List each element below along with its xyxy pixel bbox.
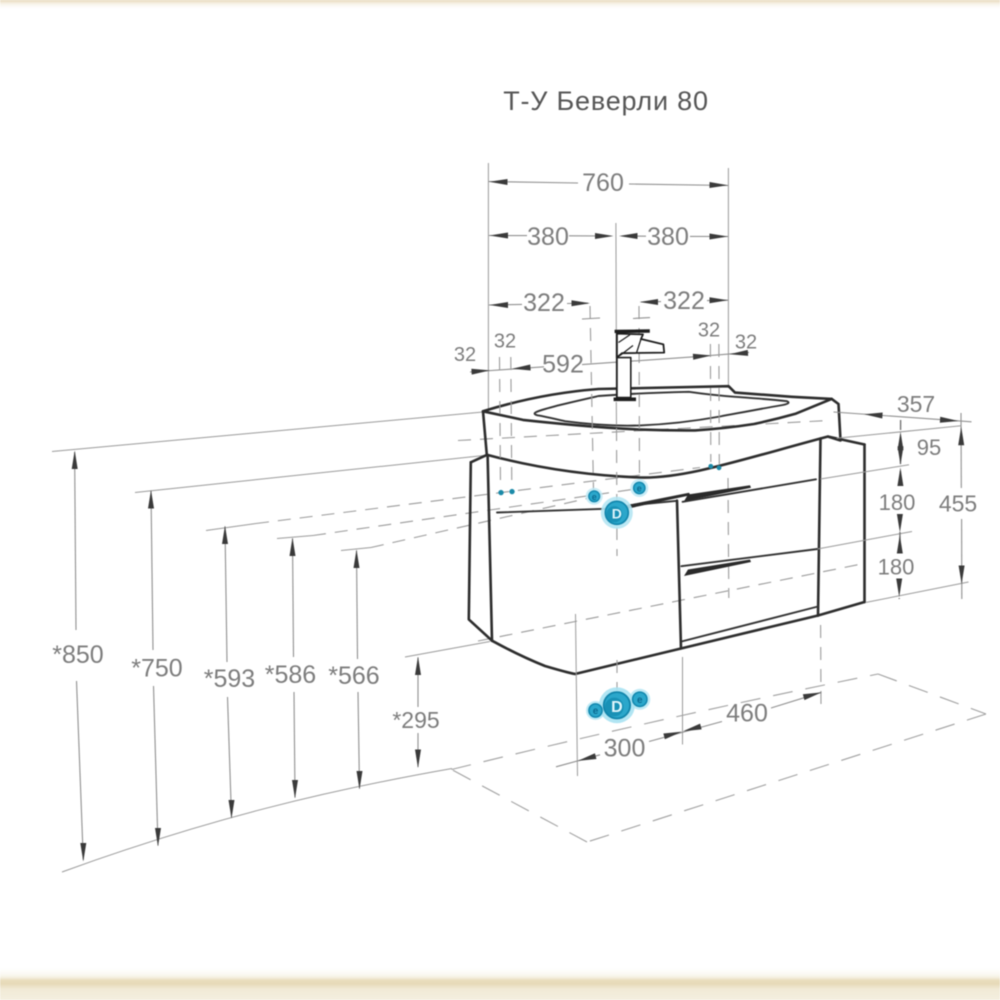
svg-text:592: 592 <box>542 351 584 379</box>
svg-text:*593: *593 <box>204 665 255 693</box>
svg-text:Т-У Беверли 80: Т-У Беверли 80 <box>503 86 709 116</box>
svg-text:32: 32 <box>698 320 720 342</box>
svg-text:180: 180 <box>878 555 915 580</box>
svg-text:460: 460 <box>726 700 768 728</box>
svg-text:322: 322 <box>523 289 565 317</box>
svg-text:e: e <box>637 484 642 494</box>
svg-text:*850: *850 <box>52 641 103 669</box>
svg-text:e: e <box>592 492 597 502</box>
svg-text:D: D <box>611 699 623 716</box>
svg-text:380: 380 <box>527 223 569 251</box>
svg-text:322: 322 <box>663 287 705 315</box>
svg-text:D: D <box>612 506 622 522</box>
svg-text:e: e <box>637 695 643 706</box>
svg-text:455: 455 <box>939 491 977 517</box>
svg-text:357: 357 <box>897 391 935 417</box>
svg-text:*566: *566 <box>328 662 379 690</box>
svg-text:*586: *586 <box>265 661 316 689</box>
svg-text:*750: *750 <box>131 655 182 683</box>
svg-text:32: 32 <box>454 344 476 366</box>
svg-text:32: 32 <box>494 331 516 353</box>
svg-text:*295: *295 <box>392 707 439 733</box>
svg-text:760: 760 <box>582 169 624 197</box>
svg-text:300: 300 <box>604 735 646 763</box>
svg-text:180: 180 <box>879 490 916 515</box>
svg-text:95: 95 <box>917 435 941 460</box>
svg-text:32: 32 <box>735 332 757 354</box>
svg-text:380: 380 <box>647 223 689 251</box>
svg-text:e: e <box>593 706 599 717</box>
